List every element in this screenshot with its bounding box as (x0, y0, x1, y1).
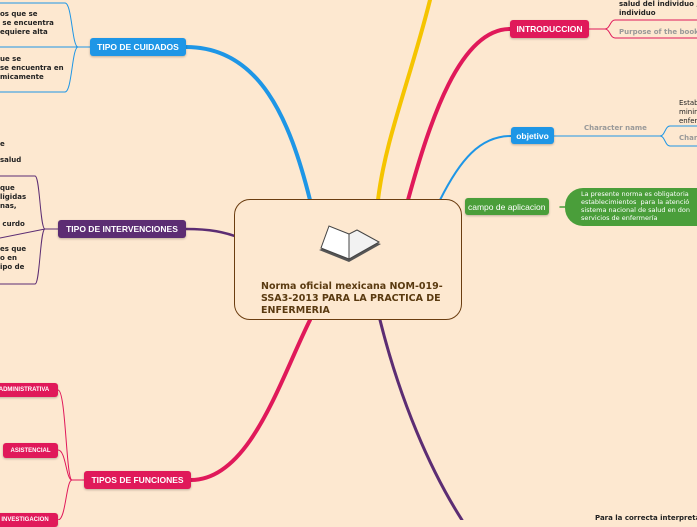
central-topic[interactable]: Norma oficial mexicana NOM-019-SSA3-2013… (234, 199, 462, 320)
cuidados-item-1[interactable]: os que se se encuentra equiere alta (0, 10, 54, 36)
node-campo-de-aplicacion[interactable]: campo de aplicacion (465, 198, 549, 215)
intervenciones-above-1[interactable]: e (0, 140, 5, 148)
central-title: Norma oficial mexicana NOM-019-SSA3-2013… (261, 281, 443, 316)
node-tipos-de-funciones[interactable]: TIPOS DE FUNCIONES (84, 471, 191, 489)
intervenciones-item-2[interactable]: es que o en ipo de (0, 245, 27, 271)
node-tipo-de-intervenciones[interactable]: TIPO DE INTERVENCIONES (58, 220, 186, 238)
node-objetivo[interactable]: objetivo (511, 127, 554, 144)
intervenciones-above-2[interactable]: salud (0, 156, 22, 164)
funcion-investigacion[interactable]: INVESTIGACION (0, 513, 58, 527)
intervenciones-item-1[interactable]: que ligidas nas, curdo (0, 184, 27, 228)
node-tipo-de-cuidados[interactable]: TIPO DE CUIDADOS (90, 38, 186, 56)
objetivo-character-name[interactable]: Character name (584, 124, 647, 132)
introduccion-text[interactable]: salud del individuo , individuo (619, 0, 697, 17)
funcion-asistencial[interactable]: ASISTENCIAL (3, 443, 58, 458)
objetivo-placeholder[interactable]: Chara (679, 134, 697, 142)
objetivo-text[interactable]: Estab minin enfer (679, 99, 697, 125)
funcion-administrativa[interactable]: ADMINISTRATIVA (0, 383, 58, 397)
bottom-branch-text[interactable]: Para la correcta interpreta (595, 514, 697, 522)
open-book-icon (319, 225, 381, 262)
introduccion-placeholder[interactable]: Purpose of the book (619, 28, 697, 36)
node-introduccion[interactable]: INTRODUCCION (510, 20, 589, 38)
cuidados-item-2[interactable]: ue se se encuentra en micamente (0, 55, 64, 81)
campo-description[interactable]: La presente norma es obligatoria estable… (565, 188, 697, 226)
